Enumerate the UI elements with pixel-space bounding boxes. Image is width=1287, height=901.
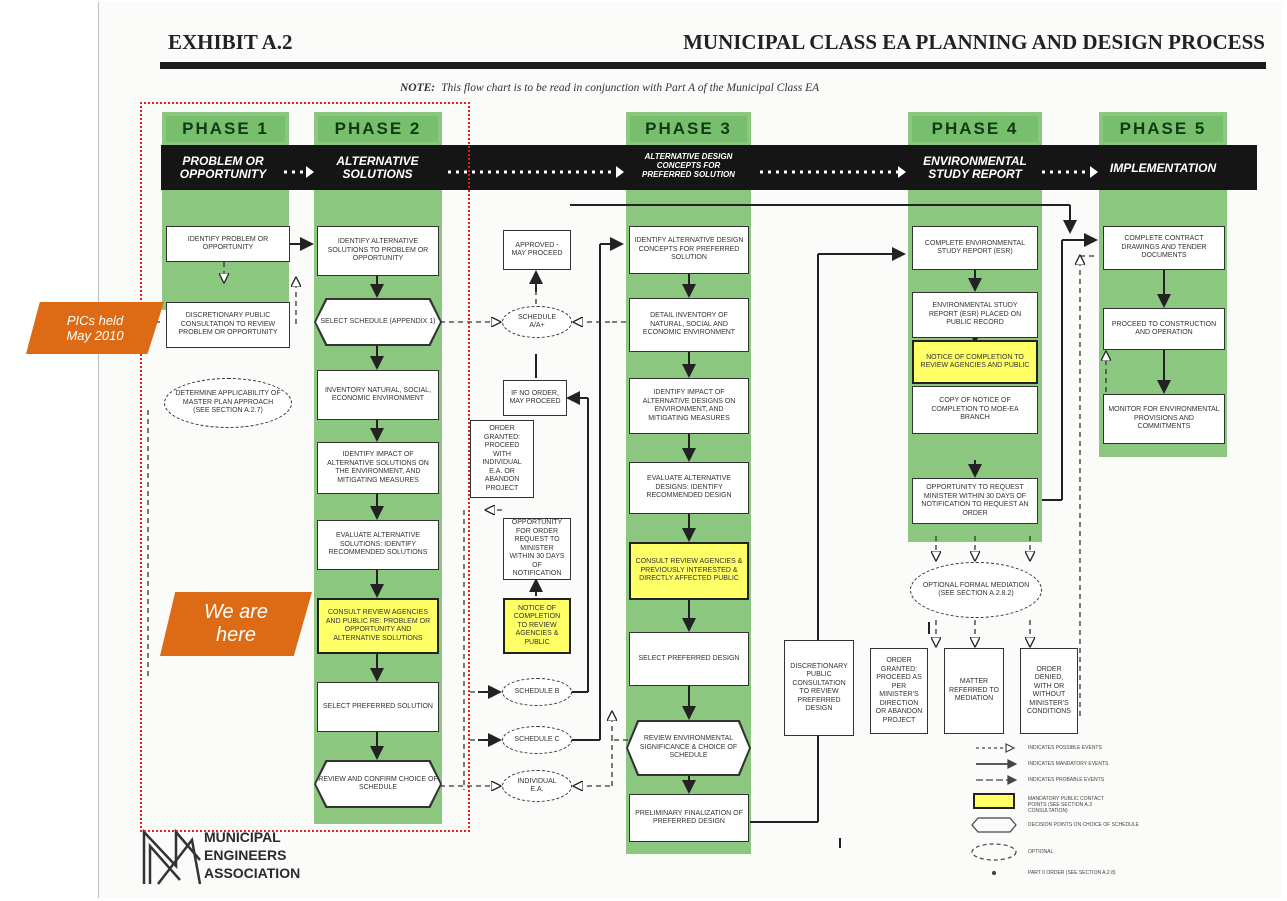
p4-complete-esr: COMPLETE ENVIRONMENTAL STUDY REPORT (ESR… bbox=[912, 226, 1038, 270]
outcome-mediation: MATTER REFERRED TO MEDIATION bbox=[944, 648, 1004, 734]
p3-identify-design-concepts: IDENTIFY ALTERNATIVE DESIGN CONCEPTS FOR… bbox=[629, 226, 749, 274]
p2-inventory: INVENTORY NATURAL, SOCIAL, ECONOMIC ENVI… bbox=[317, 370, 439, 420]
individual-ea-oval: INDIVIDUAL E.A. bbox=[502, 770, 572, 802]
schedule-c-oval: SCHEDULE C bbox=[502, 726, 572, 754]
p2-review-confirm-label: REVIEW AND CONFIRM CHOICE OF SCHEDULE bbox=[316, 762, 440, 806]
header-rule bbox=[160, 62, 1266, 69]
p3-discretionary-consultation: DISCRETIONARY PUBLIC CONSULTATION TO REV… bbox=[784, 640, 854, 736]
p2-evaluate: EVALUATE ALTERNATIVE SOLUTIONS: IDENTIFY… bbox=[317, 520, 439, 570]
p2-select-schedule: SELECT SCHEDULE (APPENDIX 1) bbox=[314, 298, 442, 346]
exhibit-label: EXHIBIT A.2 bbox=[168, 30, 293, 54]
legend-optional: OPTIONAL bbox=[1028, 849, 1054, 855]
p3-review-significance-label: REVIEW ENVIRONMENTAL SIGNIFICANCE & CHOI… bbox=[628, 722, 749, 774]
logo-line-1: MUNICIPAL bbox=[204, 829, 281, 845]
note-line: NOTE: This flow chart is to be read in co… bbox=[400, 82, 819, 94]
band-phase-4: ENVIRONMENTAL STUDY REPORT bbox=[923, 154, 1027, 181]
current-phase-highlight bbox=[140, 102, 470, 832]
p3-consult: CONSULT REVIEW AGENCIES & PREVIOUSLY INT… bbox=[629, 542, 749, 600]
p2-select-schedule-label: SELECT SCHEDULE (APPENDIX 1) bbox=[316, 300, 440, 344]
legend-part-ii-order: PART II ORDER (See Section A.2.8) bbox=[1028, 870, 1116, 876]
band-phase-2: ALTERNATIVE SOLUTIONS bbox=[336, 154, 419, 181]
p4-esr-public-record: ENVIRONMENTAL STUDY REPORT (ESR) PLACED … bbox=[912, 292, 1038, 338]
p3-detail-inventory: DETAIL INVENTORY OF NATURAL, SOCIAL AND … bbox=[629, 298, 749, 352]
mea-logo-text: MUNICIPAL ENGINEERS ASSOCIATION bbox=[204, 828, 300, 882]
p2-identify-alternatives: IDENTIFY ALTERNATIVE SOLUTIONS TO PROBLE… bbox=[317, 226, 439, 276]
legend-decision-points: DECISION POINTS ON CHOICE OF SCHEDULE bbox=[1028, 822, 1139, 828]
discretionary-consultation-box: DISCRETIONARY PUBLIC CONSULTATION TO REV… bbox=[166, 302, 290, 348]
mandatory-arrows bbox=[290, 204, 1171, 848]
logo-line-3: ASSOCIATION bbox=[204, 865, 301, 881]
legend-mandatory: INDICATES MANDATORY EVENTS bbox=[1028, 761, 1109, 767]
order-granted-box: ORDER GRANTED: PROCEED WITH INDIVIDUAL E… bbox=[470, 420, 534, 498]
phase-2-label: PHASE 2 bbox=[318, 116, 438, 142]
opportunity-order-box: OPPORTUNITY FOR ORDER REQUEST TO MINISTE… bbox=[503, 518, 571, 580]
p4-copy-notice: COPY OF NOTICE OF COMPLETION TO MOE-EA B… bbox=[912, 386, 1038, 434]
note-text: This flow chart is to be read in conjunc… bbox=[441, 82, 820, 94]
pics-line-1: PICs held bbox=[66, 313, 124, 328]
master-plan-oval: DETERMINE APPLICABILITY OF MASTER PLAN A… bbox=[164, 378, 292, 428]
p3-review-significance: REVIEW ENVIRONMENTAL SIGNIFICANCE & CHOI… bbox=[626, 720, 751, 776]
p3-select-preferred-design: SELECT PREFERRED DESIGN bbox=[629, 632, 749, 686]
band-phase-3: ALTERNATIVE DESIGN CONCEPTS FOR PREFERRE… bbox=[642, 152, 735, 179]
outcome-order-denied: ORDER DENIED, WITH OR WITHOUT MINISTER'S… bbox=[1020, 648, 1078, 734]
schedule-aa-oval: SCHEDULE A/A+ bbox=[502, 306, 572, 338]
p2-identify-impact: IDENTIFY IMPACT OF ALTERNATIVE SOLUTIONS… bbox=[317, 442, 439, 494]
p3-identify-impact: IDENTIFY IMPACT OF ALTERNATIVE DESIGNS O… bbox=[629, 378, 749, 434]
logo-line-2: ENGINEERS bbox=[204, 847, 287, 863]
identify-problem-box: IDENTIFY PROBLEM OR OPPORTUNITY bbox=[166, 226, 290, 262]
exhibit-title: MUNICIPAL CLASS EA PLANNING AND DESIGN P… bbox=[683, 30, 1265, 54]
p5-contract-drawings: COMPLETE CONTRACT DRAWINGS AND TENDER DO… bbox=[1103, 226, 1225, 270]
schedule-b-oval: SCHEDULE B bbox=[502, 678, 572, 706]
if-no-order-box: IF NO ORDER, MAY PROCEED bbox=[503, 380, 567, 416]
notice-completion-box: NOTICE OF COMPLETION TO REVIEW AGENCIES … bbox=[503, 598, 571, 654]
p5-proceed-construction: PROCEED TO CONSTRUCTION AND OPERATION bbox=[1103, 308, 1225, 350]
band-phase-5: IMPLEMENTATION bbox=[1109, 161, 1217, 175]
phase-band bbox=[161, 145, 1257, 190]
note-label: NOTE: bbox=[400, 82, 436, 94]
legend-probable: INDICATES PROBABLE EVENTS bbox=[1028, 777, 1105, 783]
phase-3-label: PHASE 3 bbox=[630, 116, 747, 142]
phase-5-label: PHASE 5 bbox=[1103, 116, 1223, 142]
mediation-oval: OPTIONAL FORMAL MEDIATION (See Section A… bbox=[910, 562, 1042, 618]
p3-preliminary-finalization: PRELIMINARY FINALIZATION OF PREFERRED DE… bbox=[629, 794, 749, 842]
p2-review-confirm: REVIEW AND CONFIRM CHOICE OF SCHEDULE bbox=[314, 760, 442, 808]
legend-public-contact: MANDATORY PUBLIC CONTACT POINTS (See Sec… bbox=[1028, 796, 1104, 814]
here-line-2: here bbox=[215, 624, 256, 646]
p4-notice-completion: NOTICE OF COMPLETION TO REVIEW AGENCIES … bbox=[912, 340, 1038, 384]
phase-1-label: PHASE 1 bbox=[166, 116, 285, 142]
legend-possible: INDICATES POSSIBLE EVENTS bbox=[1028, 745, 1102, 751]
approved-box: APPROVED - MAY PROCEED bbox=[503, 230, 571, 270]
pics-line-2: May 2010 bbox=[66, 328, 124, 343]
outcome-order-granted: ORDER GRANTED: PROCEED AS PER MINISTER'S… bbox=[870, 648, 928, 734]
p2-select-preferred: SELECT PREFERRED SOLUTION bbox=[317, 682, 439, 732]
p4-opportunity-request: OPPORTUNITY TO REQUEST MINISTER WITHIN 3… bbox=[912, 478, 1038, 524]
p2-consult: CONSULT REVIEW AGENCIES AND PUBLIC re: P… bbox=[317, 598, 439, 654]
p5-monitor: MONITOR FOR ENVIRONMENTAL PROVISIONS AND… bbox=[1103, 394, 1225, 444]
band-phase-1: PROBLEM OR OPPORTUNITY bbox=[179, 154, 267, 181]
band-arrowheads bbox=[306, 166, 1098, 178]
phase-4-label: PHASE 4 bbox=[912, 116, 1038, 142]
here-line-1: We are bbox=[203, 601, 269, 623]
p3-evaluate-designs: EVALUATE ALTERNATIVE DESIGNS: IDENTIFY R… bbox=[629, 462, 749, 514]
